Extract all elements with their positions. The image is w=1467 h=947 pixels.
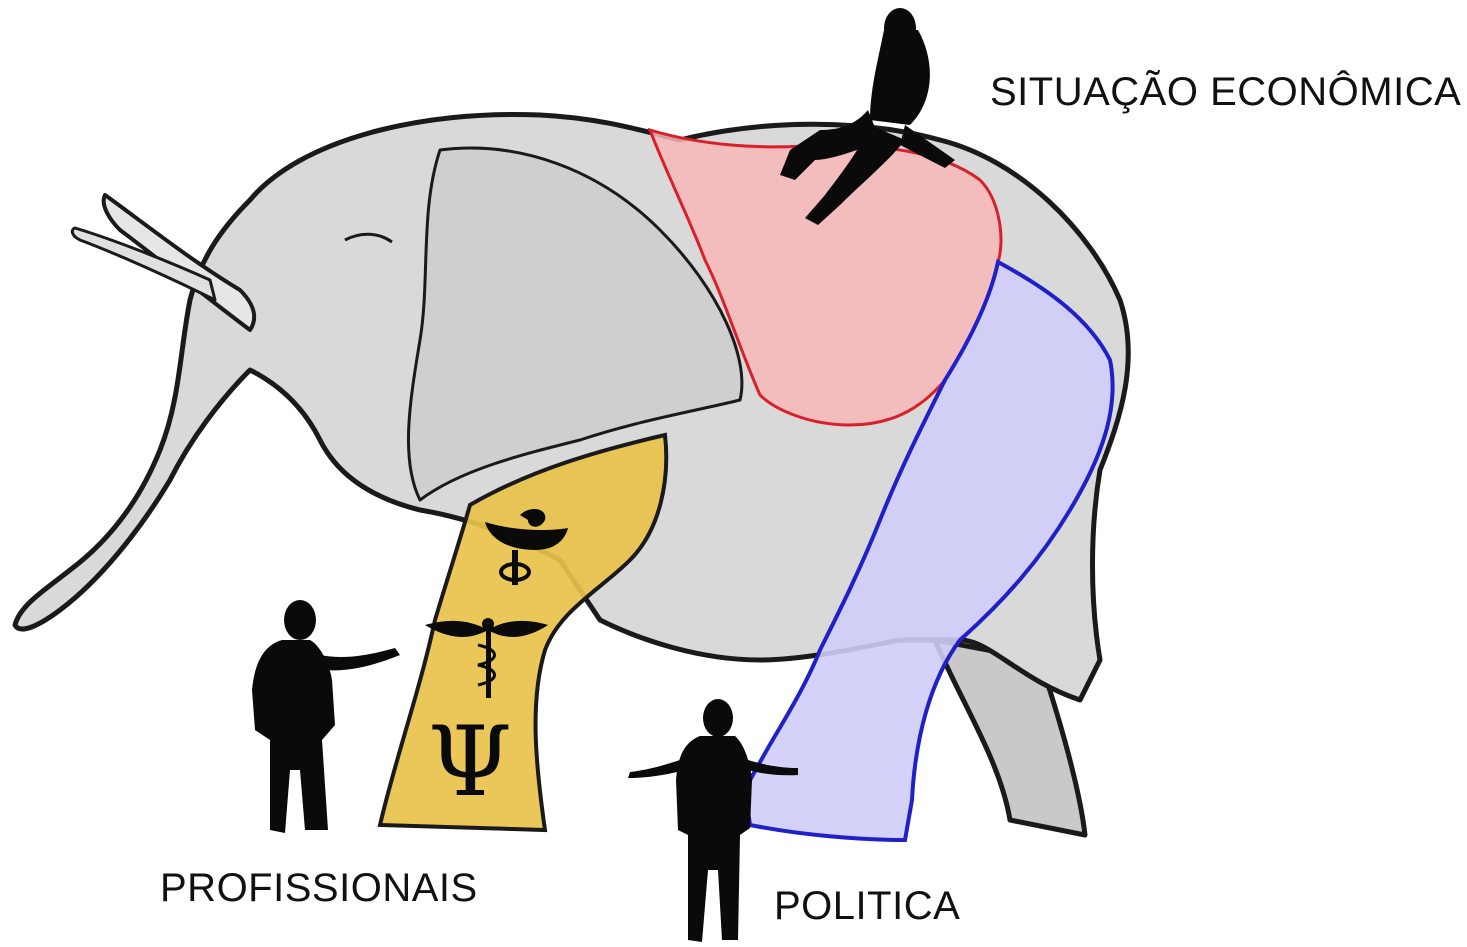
- psi-icon: Ψ: [428, 706, 512, 818]
- economic-situation-label: SITUAÇÃO ECONÔMICA: [990, 70, 1461, 115]
- politics-label: POLITICA: [774, 884, 960, 929]
- svg-text:Ψ: Ψ: [428, 706, 512, 818]
- professional-man-silhouette: [252, 600, 400, 833]
- professionals-label: PROFISSIONAIS: [160, 866, 478, 911]
